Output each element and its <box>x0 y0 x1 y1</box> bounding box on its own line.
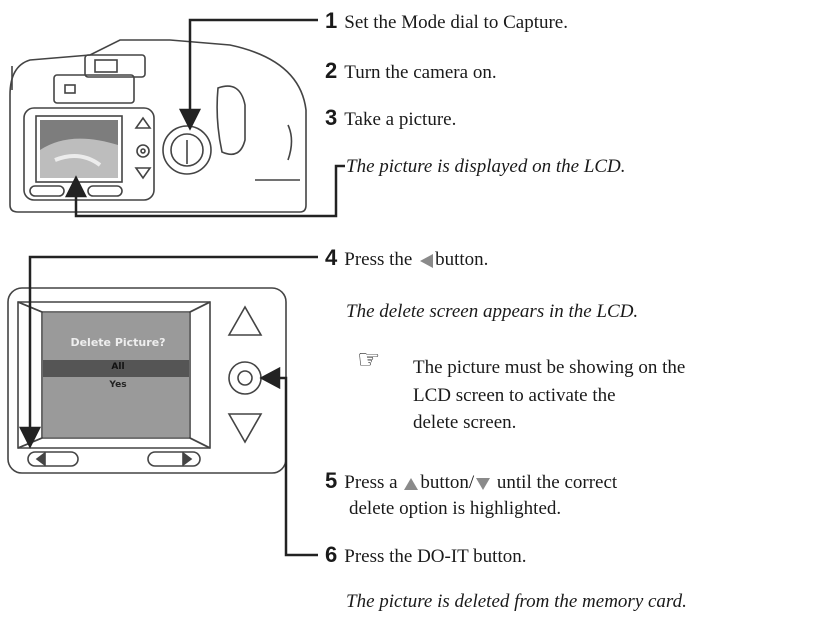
step-text-after: until the correct <box>496 472 618 493</box>
step-text-after: button. <box>435 249 489 270</box>
step-5: 5 Press a button/ until the correct <box>325 470 617 494</box>
button-word: button <box>420 472 469 493</box>
down-triangle-icon <box>476 477 491 490</box>
step-text: Take a picture. <box>344 109 457 130</box>
step-text: Turn the camera on. <box>344 62 497 83</box>
step-number: 5 <box>325 468 338 493</box>
note-line-1: The picture must be showing on the <box>413 357 686 378</box>
step3-arrow <box>64 164 345 218</box>
lcd-option-yes: Yes <box>109 380 127 390</box>
step6-arrow <box>259 366 318 557</box>
step1-arrow <box>178 18 318 131</box>
step-6-result: The picture is deleted from the memory c… <box>346 591 687 612</box>
left-triangle-icon <box>420 253 434 268</box>
pointing-hand-icon: ☞ <box>357 345 381 375</box>
step-text: Set the Mode dial to Capture. <box>344 12 568 33</box>
note-line-3: delete screen. <box>413 412 517 433</box>
step-text-before: Press the <box>344 249 413 270</box>
step-number: 3 <box>325 105 338 130</box>
step-4-result: The delete screen appears in the LCD. <box>346 301 639 322</box>
step-6: 6 Press the DO-IT button. <box>325 544 527 568</box>
step-3: 3 Take a picture. <box>325 107 456 131</box>
lcd-option-all: All <box>111 362 125 372</box>
step-text: Press the DO-IT button. <box>344 546 527 567</box>
lcd-photo <box>40 120 118 178</box>
up-triangle-icon <box>404 477 419 490</box>
lcd-title: Delete Picture? <box>70 336 166 349</box>
step-number: 4 <box>325 245 338 270</box>
step-2: 2 Turn the camera on. <box>325 60 497 84</box>
slash: / <box>468 472 475 493</box>
step-4: 4 Press the button. <box>325 247 488 271</box>
step-3-result: The picture is displayed on the LCD. <box>346 156 626 177</box>
lcd-screen <box>43 313 189 437</box>
step-text-before: Press a <box>344 472 398 493</box>
step-1: 1 Set the Mode dial to Capture. <box>325 10 568 34</box>
step-number: 6 <box>325 542 338 567</box>
note-line-2: LCD screen to activate the <box>413 385 616 406</box>
step-number: 2 <box>325 58 338 83</box>
step-5-line-2: delete option is highlighted. <box>349 498 562 519</box>
step4-arrow <box>18 255 318 449</box>
step-number: 1 <box>325 8 338 33</box>
